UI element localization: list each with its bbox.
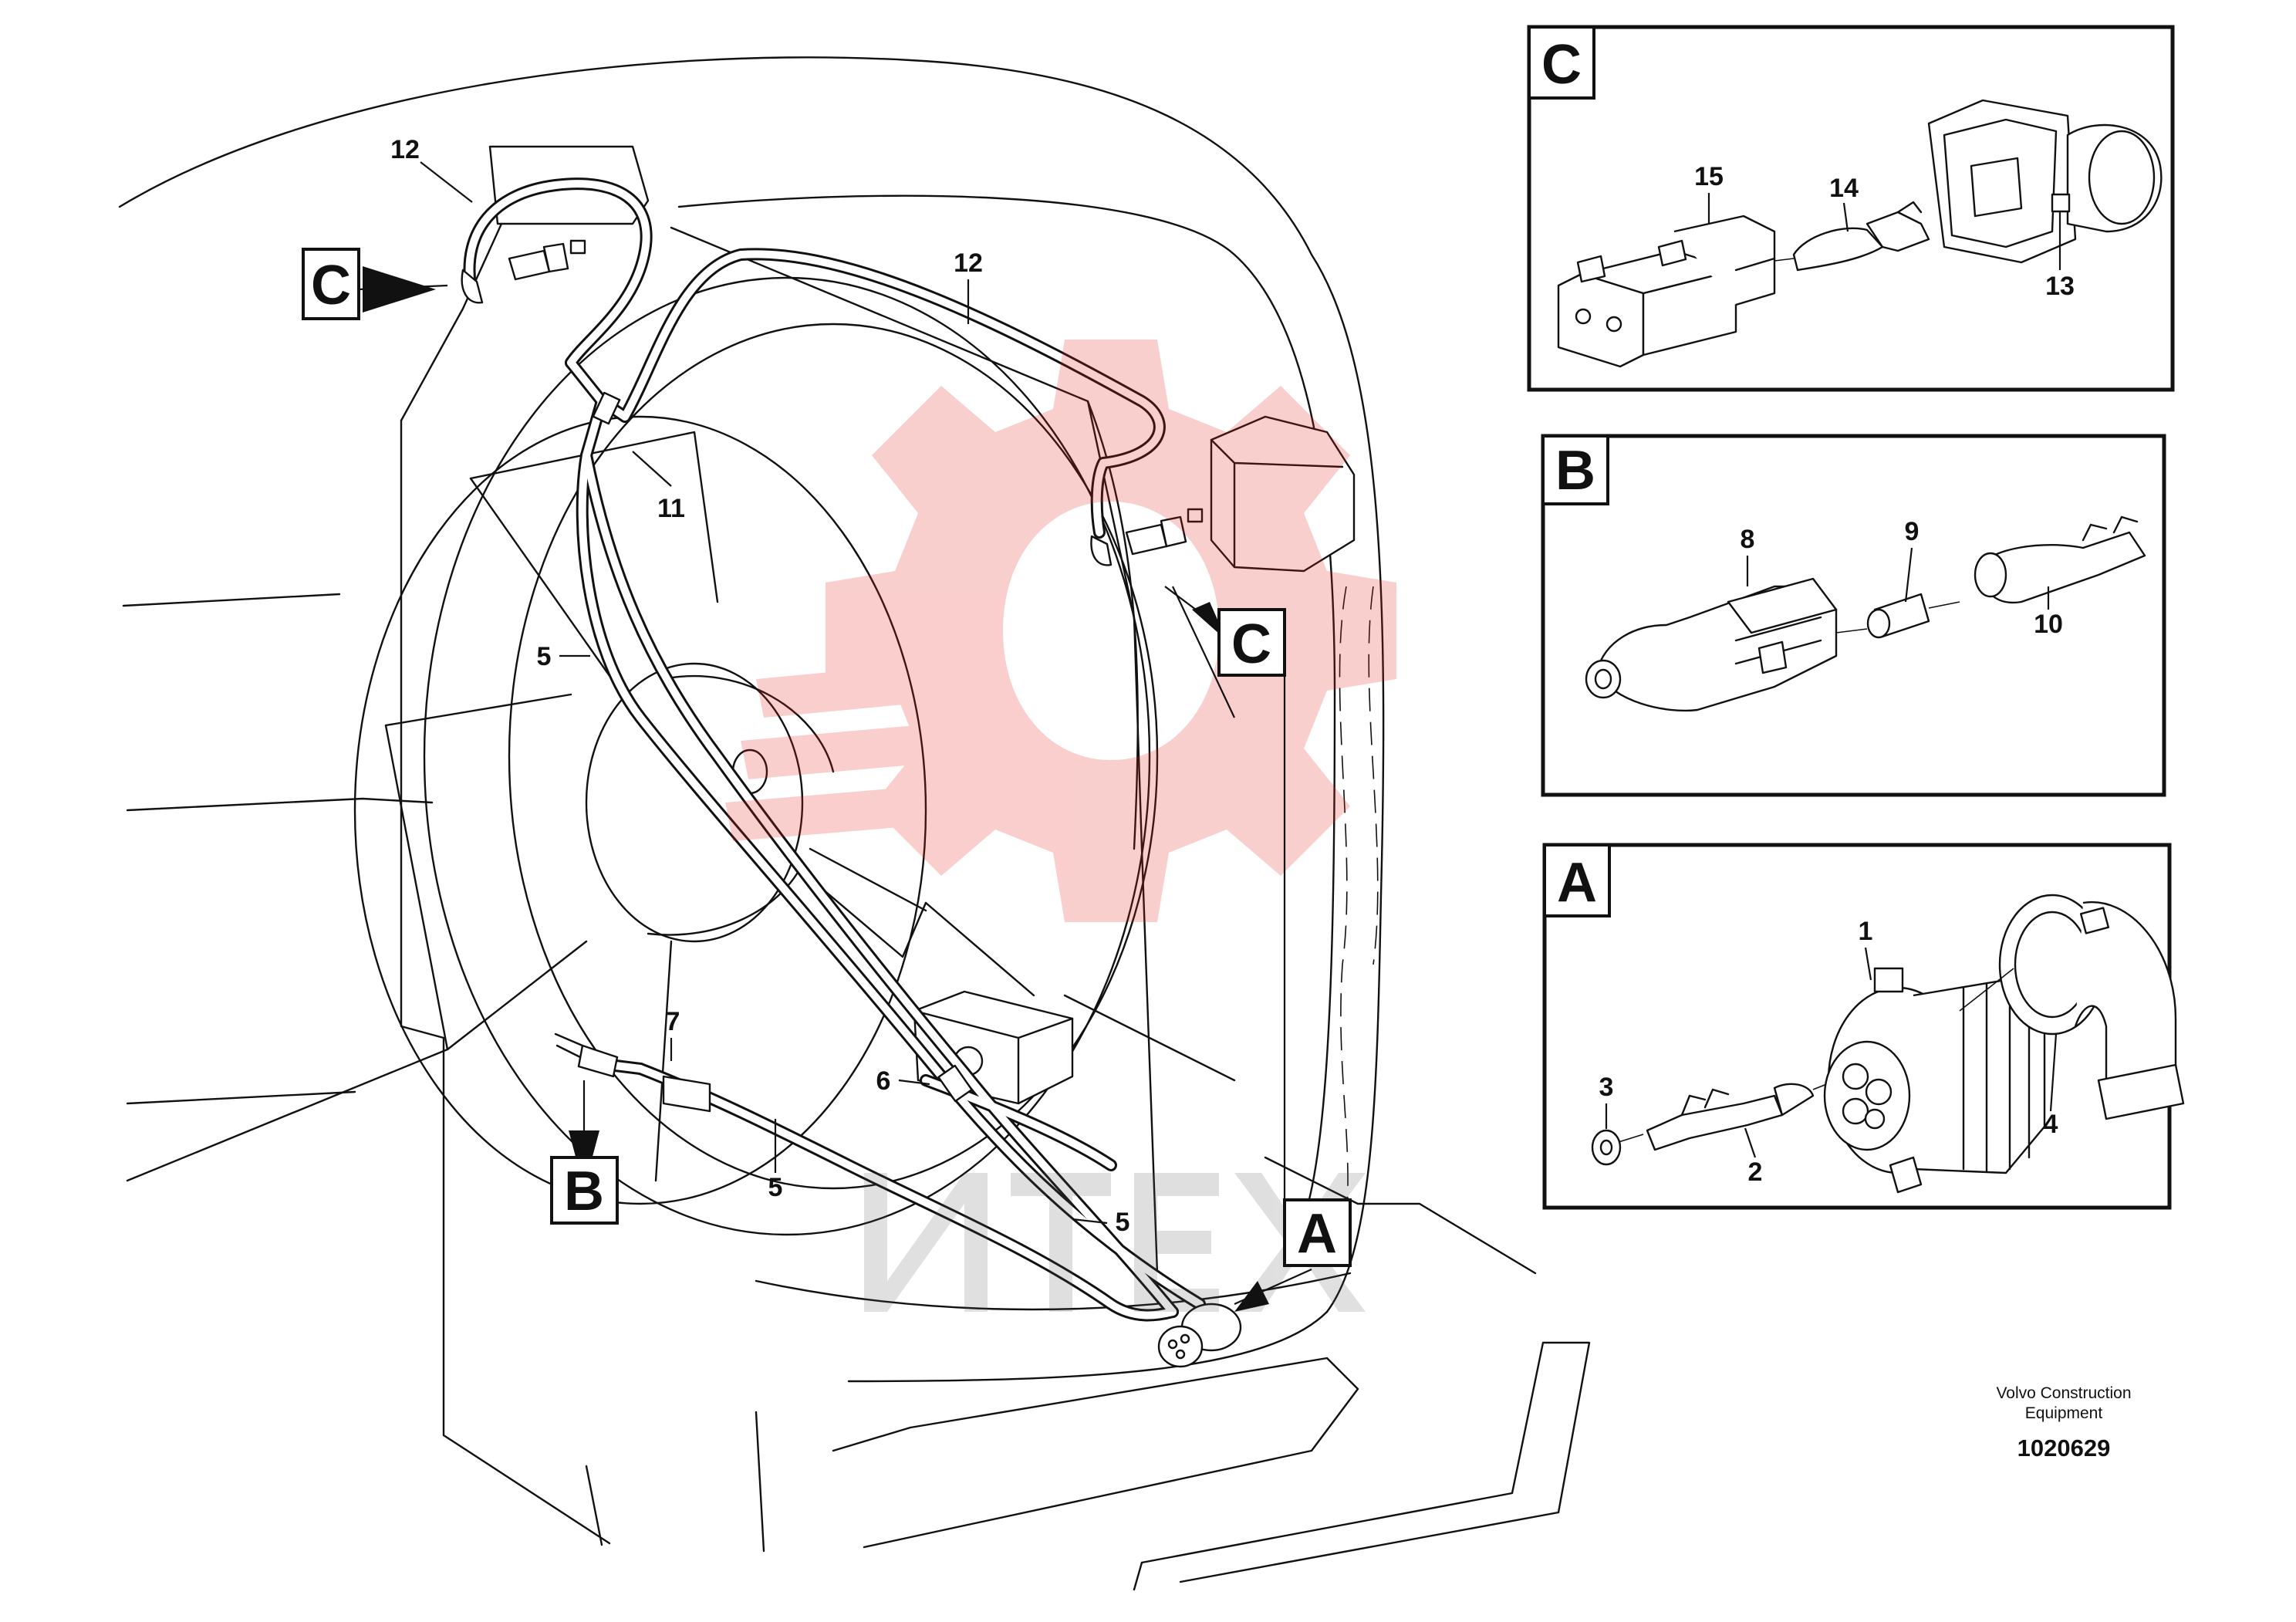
company-name-line1: Volvo Construction bbox=[1996, 1384, 2131, 1402]
view-c-left-box bbox=[302, 248, 360, 320]
callout-10: 10 bbox=[2034, 610, 2063, 639]
callout-9: 9 bbox=[1905, 517, 1920, 546]
view-a-main-box bbox=[1283, 1198, 1352, 1267]
view-c-mid-label: C bbox=[1231, 613, 1271, 675]
harness-cable-core bbox=[578, 397, 1204, 1308]
drawing-footer: Volvo Construction Equipment 1020629 bbox=[1996, 1384, 2131, 1461]
harness-cable-core bbox=[636, 1065, 1177, 1320]
drawing-number: 1020629 bbox=[2017, 1434, 2111, 1461]
callout-11: 11 bbox=[657, 494, 685, 523]
view-b-main-label: B bbox=[564, 1161, 604, 1222]
callout-15: 15 bbox=[1694, 162, 1724, 191]
harness-cable-core bbox=[465, 180, 650, 367]
view-b-main-box bbox=[550, 1156, 619, 1225]
callout-8: 8 bbox=[1741, 525, 1755, 554]
leader-lines bbox=[358, 161, 1312, 1312]
callout-1: 1 bbox=[1859, 917, 1873, 946]
panel-b-label: B bbox=[1555, 440, 1595, 502]
gear-logo-watermark bbox=[725, 340, 1396, 922]
callout-3: 3 bbox=[1599, 1073, 1614, 1102]
harness-cable-core bbox=[582, 451, 1177, 1316]
view-a-main-label: A bbox=[1297, 1203, 1337, 1265]
callout-12-upper: 12 bbox=[390, 135, 420, 164]
callout-12-right: 12 bbox=[954, 248, 983, 278]
callout-14: 14 bbox=[1829, 174, 1859, 203]
callout-6: 6 bbox=[876, 1066, 891, 1096]
wire-harness bbox=[461, 177, 1242, 1368]
company-name-line2: Equipment bbox=[2025, 1404, 2103, 1422]
callout-5-lower-right: 5 bbox=[1116, 1208, 1130, 1237]
view-c-mid-box bbox=[1217, 608, 1286, 677]
panel-a-label: A bbox=[1557, 852, 1597, 914]
detail-panel-b: B 8 9 10 bbox=[1541, 434, 2166, 797]
panel-c-label: C bbox=[1541, 34, 1582, 96]
detail-panel-a: A 1 3 2 4 bbox=[1542, 843, 2185, 1210]
callout-13: 13 bbox=[2045, 272, 2075, 301]
callout-5-lower-left: 5 bbox=[768, 1173, 783, 1202]
view-c-left-label: C bbox=[311, 255, 351, 316]
callout-4: 4 bbox=[2044, 1110, 2058, 1139]
detail-panel-c: C 15 14 13 bbox=[1527, 25, 2175, 392]
callout-5-upper: 5 bbox=[537, 642, 552, 671]
callout-7: 7 bbox=[666, 1007, 680, 1036]
harness-cable-core bbox=[621, 250, 1163, 536]
callout-2: 2 bbox=[1748, 1157, 1763, 1187]
